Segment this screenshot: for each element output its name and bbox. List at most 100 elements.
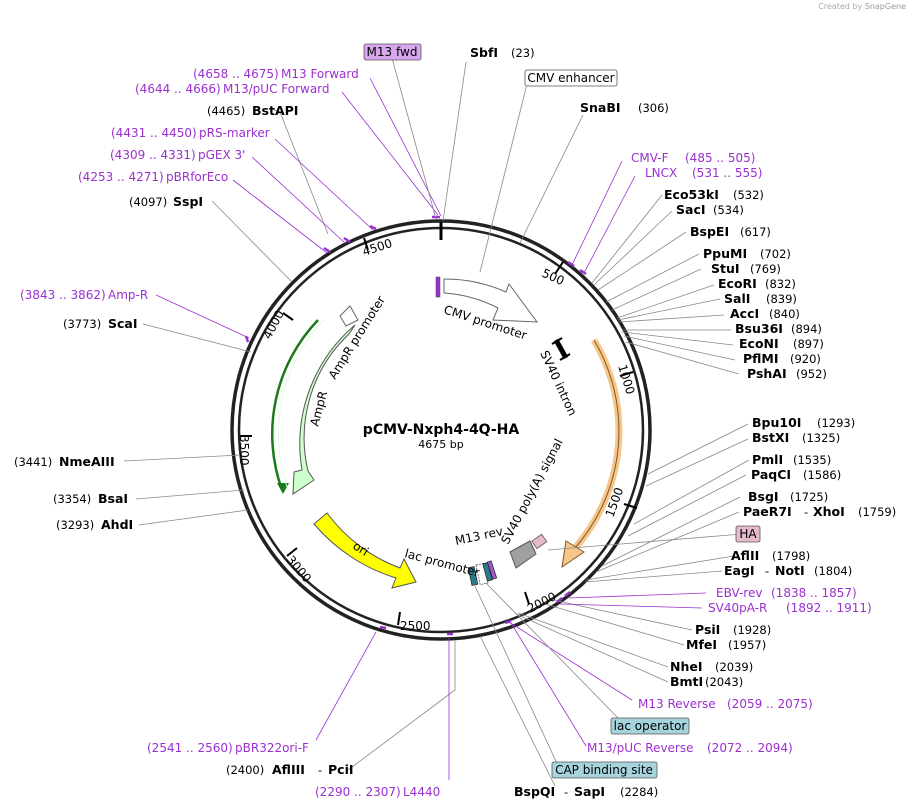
site-econi-name[interactable]: EcoNI [739, 336, 779, 351]
site-snabi-pos: (306) [638, 101, 669, 115]
site-xhoi-pos: (1759) [858, 505, 896, 519]
cmv-promoter-arrow[interactable] [443, 278, 539, 323]
site-paqci-pos: (1586) [803, 468, 841, 482]
box-cap-binding[interactable] [551, 761, 658, 779]
boxed-labels: M13 fwd CMV enhancer HA lac operator CAP… [363, 43, 761, 779]
primer-pbr322ori-name[interactable]: pBR322ori-F [235, 741, 309, 755]
site-bstapi-name[interactable]: BstAPI [252, 103, 298, 118]
site-noti-name[interactable]: NotI [775, 563, 805, 578]
site-eco53ki-pos: (532) [733, 188, 764, 202]
plasmid-name: pCMV-Nxph4-4Q-HA [363, 422, 520, 438]
box-cmv-enhancer[interactable] [524, 69, 618, 87]
site-aflii-name[interactable]: AflII [731, 548, 759, 563]
cap-site-marker [467, 566, 479, 586]
tick-label-3500: 3500 [237, 435, 251, 466]
site-bsai-name[interactable]: BsaI [98, 491, 128, 506]
site-xhoi-dash: - [804, 505, 808, 519]
site-bsai-pos: (3354) [53, 492, 91, 506]
site-mfei-name[interactable]: MfeI [686, 637, 717, 652]
primer-pbrforeco-range: (4253 .. 4271) [78, 170, 164, 184]
box-ha[interactable] [735, 525, 761, 543]
site-nhei-pos: (2039) [715, 660, 753, 674]
right-enzyme-labels: SbfI (23) SnaBI (306) Eco53kI (532) SacI… [226, 45, 896, 799]
site-bspei-name[interactable]: BspEI [690, 224, 729, 239]
site-pcii-dash: - [318, 763, 322, 777]
box-m13fwd[interactable] [363, 43, 422, 61]
site-bsu36i-name[interactable]: Bsu36I [735, 321, 783, 336]
primer-m13rev-name[interactable]: M13 Reverse [638, 697, 716, 711]
primer-m13puc-fwd-range: (4644 .. 4666) [135, 82, 221, 96]
cmv-start-marker [435, 276, 441, 298]
primer-m13puc-rev-name[interactable]: M13/pUC Reverse [587, 741, 694, 755]
site-acci-name[interactable]: AccI [730, 306, 759, 321]
m13-rev-marker [486, 560, 498, 580]
primer-lncx-range: (531 .. 555) [692, 166, 762, 180]
site-stui-name[interactable]: StuI [711, 261, 740, 276]
site-ecori-pos: (832) [765, 277, 796, 291]
site-bpu10i-name[interactable]: Bpu10I [752, 415, 801, 430]
site-pshai-pos: (952) [796, 367, 827, 381]
site-psii-name[interactable]: PsiI [695, 622, 720, 637]
site-snabi-name[interactable]: SnaBI [580, 100, 621, 115]
site-eco53ki-name[interactable]: Eco53kI [664, 187, 719, 202]
primer-ebvrev-name[interactable]: EBV-rev [716, 586, 762, 600]
site-bmti-name[interactable]: BmtI [670, 674, 703, 689]
site-stui-pos: (769) [750, 262, 781, 276]
ampR-arrow[interactable] [292, 324, 356, 495]
ha-tag-marker [531, 533, 548, 550]
ampR-promoter-arrow[interactable] [339, 305, 359, 327]
primer-m13fwd-name[interactable]: M13 Forward [281, 67, 359, 81]
site-ahdi-name[interactable]: AhdI [101, 517, 133, 532]
backbone-outer [230, 219, 652, 641]
site-nmeaiii-name[interactable]: NmeAIII [59, 454, 115, 469]
primer-ampr-name[interactable]: Amp-R [108, 288, 148, 302]
box-lac-operator[interactable] [610, 717, 690, 735]
site-pshai-name[interactable]: PshAI [747, 366, 787, 381]
site-bspei-pos: (617) [740, 225, 771, 239]
site-saci-pos: (534) [713, 203, 744, 217]
primer-sv40par-name[interactable]: SV40pA-R [708, 601, 767, 615]
site-sapi-pos: (2284) [620, 785, 658, 799]
ori-arrow[interactable] [313, 512, 417, 589]
site-nhei-name[interactable]: NheI [670, 659, 703, 674]
primer-l4440-range: (2290 .. 2307) [315, 785, 401, 799]
snapgene-logo: SnapGene [864, 2, 906, 11]
primer-cmvf-name[interactable]: CMV-F [631, 151, 669, 165]
site-ecori-name[interactable]: EcoRI [718, 276, 757, 291]
site-sapi-name[interactable]: SapI [574, 784, 605, 799]
site-sali-name[interactable]: SalI [724, 291, 750, 306]
primer-pgex3-name[interactable]: pGEX 3' [198, 148, 245, 162]
site-bsgi-name[interactable]: BsgI [748, 489, 779, 504]
site-eagi-name[interactable]: EagI [724, 563, 755, 578]
primer-l4440-name[interactable]: L4440 [403, 785, 440, 799]
site-pcii-name[interactable]: PciI [328, 762, 354, 777]
primer-pbrforeco-name[interactable]: pBRforEco [166, 170, 228, 184]
primer-ampr-range: (3843 .. 3862) [20, 288, 106, 302]
site-pmli-name[interactable]: PmlI [752, 452, 783, 467]
site-nmeaiii-pos: (3441) [14, 455, 52, 469]
primer-prs-marker-name[interactable]: pRS-marker [199, 126, 270, 140]
primer-lncx-name[interactable]: LNCX [645, 166, 677, 180]
site-pflmi-name[interactable]: PflMI [743, 351, 779, 366]
site-paqci-name[interactable]: PaqCI [751, 467, 791, 482]
site-bstxi-name[interactable]: BstXI [752, 430, 789, 445]
primer-m13puc-fwd-name[interactable]: M13/pUC Forward [223, 82, 330, 96]
site-sspi-name[interactable]: SspI [173, 194, 203, 209]
site-bspqi-name[interactable]: BspQI [514, 784, 555, 799]
sv40-intron-end-a [551, 337, 563, 345]
site-scai-name[interactable]: ScaI [108, 316, 138, 331]
site-bstxi-pos: (1325) [802, 431, 840, 445]
site-ppumi-name[interactable]: PpuMI [703, 246, 747, 261]
site-sali-pos: (839) [766, 292, 797, 306]
site-sbfi-name[interactable]: SbfI [470, 45, 498, 60]
site-paer7i-name[interactable]: PaeR7I [743, 504, 792, 519]
m13-rev-label: M13 rev [454, 524, 504, 548]
site-afliii-name[interactable]: AflIII [272, 762, 305, 777]
site-aflii-pos: (1798) [772, 549, 810, 563]
box-lac-operator-label: lac operator [614, 719, 687, 733]
site-saci-name[interactable]: SacI [676, 202, 706, 217]
site-sspi-pos: (4097) [129, 195, 167, 209]
site-xhoi-name[interactable]: XhoI [813, 504, 845, 519]
sv40-polya-arrow[interactable] [509, 540, 537, 569]
site-pflmi-pos: (920) [790, 352, 821, 366]
